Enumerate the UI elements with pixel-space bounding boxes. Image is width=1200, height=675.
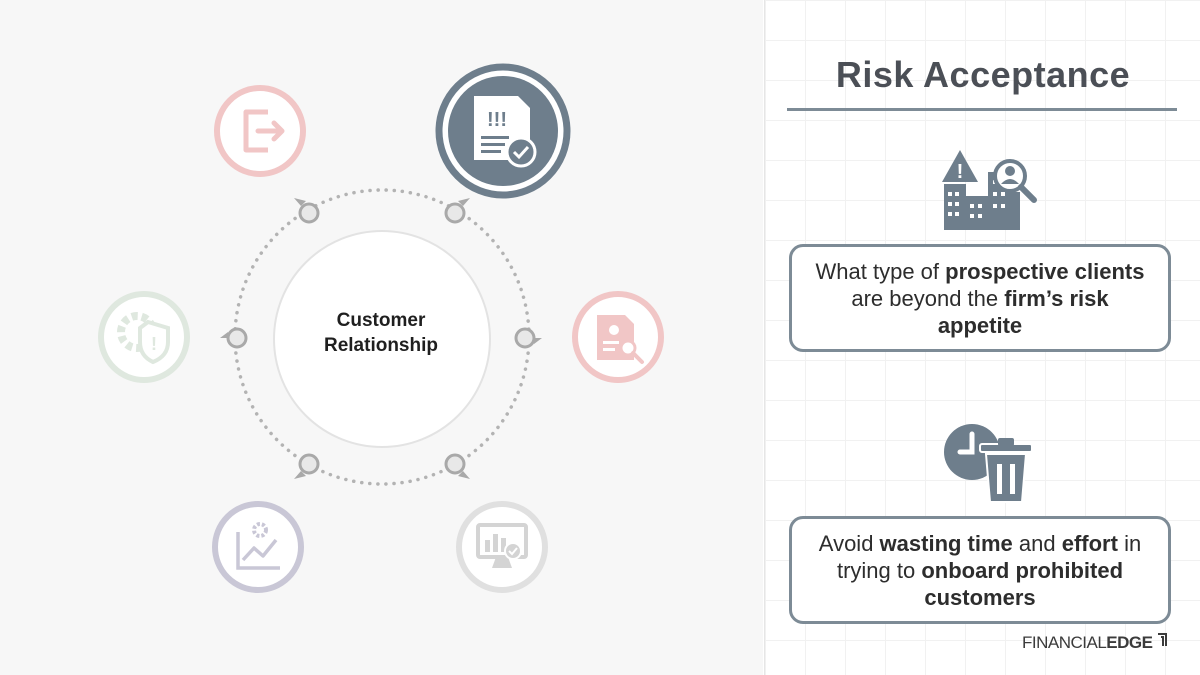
text-segment: What type of bbox=[815, 258, 946, 284]
logo-text-financial: FINANCIAL bbox=[1022, 633, 1107, 652]
logo-mark-icon bbox=[1157, 633, 1167, 646]
document-gear-search-icon bbox=[572, 291, 664, 383]
document-alert-check-icon: !!! bbox=[435, 63, 571, 199]
gear-shield-warning-icon: ! bbox=[98, 291, 190, 383]
svg-text:!: ! bbox=[151, 334, 157, 354]
text-emphasis: onboard prohibited customers bbox=[921, 557, 1124, 610]
text-emphasis: prospective clients bbox=[945, 258, 1145, 284]
connector-node bbox=[298, 202, 320, 224]
center-label-line2: Relationship bbox=[323, 335, 438, 356]
connector-node bbox=[226, 327, 248, 349]
monitor-chart-check-icon bbox=[456, 501, 548, 593]
exit-icon bbox=[214, 85, 306, 177]
ring-connectors bbox=[226, 202, 536, 475]
connector-node bbox=[444, 202, 466, 224]
connector-node bbox=[444, 453, 466, 475]
connector-node bbox=[514, 327, 536, 349]
clock-trash-icon bbox=[944, 424, 1033, 503]
center-label: Customer Relationship bbox=[281, 308, 481, 358]
text-segment: are beyond the bbox=[851, 285, 1005, 311]
connector-node bbox=[298, 453, 320, 475]
text-emphasis: wasting time bbox=[879, 530, 1013, 556]
text-segment: and bbox=[1012, 530, 1062, 556]
text-emphasis: firm’s risk appetite bbox=[937, 285, 1109, 338]
logo-text-edge: EDGE bbox=[1106, 633, 1153, 652]
panel-title: Risk Acceptance bbox=[835, 54, 1131, 95]
info-box-avoid-waste: Avoid wasting time and effort in trying … bbox=[789, 516, 1171, 624]
center-circle bbox=[273, 230, 491, 448]
svg-text:!: ! bbox=[957, 161, 964, 183]
text-emphasis: effort bbox=[1061, 530, 1118, 556]
info-box-risk-appetite-text: What type of prospective clients are bey… bbox=[810, 258, 1150, 339]
title-divider bbox=[787, 108, 1177, 111]
cycle-diagram: !!! ! bbox=[98, 63, 664, 593]
text-segment: in trying to bbox=[836, 530, 1142, 583]
info-box-risk-appetite: What type of prospective clients are bey… bbox=[789, 244, 1171, 352]
buildings-warning-search-icon: ! bbox=[942, 150, 1037, 230]
financial-edge-logo: FINANCIALEDGE bbox=[1022, 633, 1167, 653]
chart-gear-icon bbox=[212, 501, 304, 593]
info-box-avoid-waste-text: Avoid wasting time and effort in trying … bbox=[810, 530, 1150, 611]
connector-arrows bbox=[220, 198, 542, 479]
svg-text:!!!: !!! bbox=[487, 109, 507, 131]
text-segment: Avoid bbox=[818, 530, 880, 556]
center-label-line1: Customer bbox=[336, 310, 426, 331]
